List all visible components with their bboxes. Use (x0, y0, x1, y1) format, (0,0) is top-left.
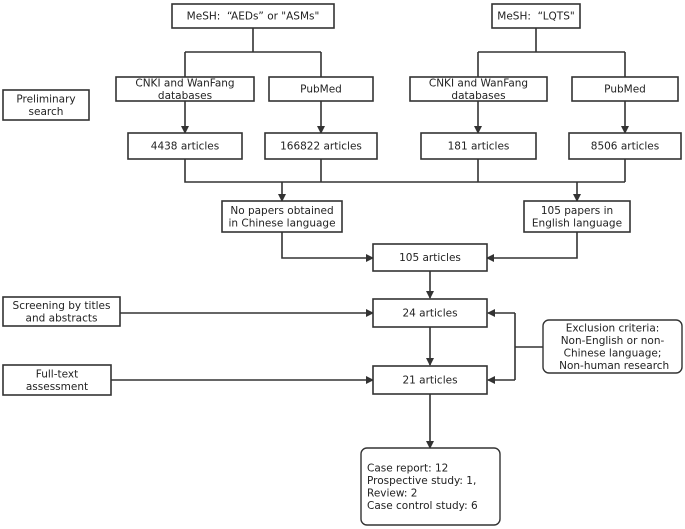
node-text-line: CNKI and WanFang (135, 77, 234, 89)
node-text-line: Screening by titles (13, 300, 111, 312)
node-text-line: English language (532, 217, 622, 229)
articles-105-box: 105 articles (372, 243, 488, 272)
articles-8506-box: 8506 articles (568, 132, 682, 160)
articles-21-box: 21 articles (372, 365, 488, 395)
node-text-line: Exclusion criteria: (566, 322, 660, 334)
node-text-line: 24 articles (402, 308, 457, 320)
node-text-line: Case control study: 6 (367, 500, 478, 512)
node-text-line: MeSH: “LQTS" (497, 11, 574, 23)
articles-166822-box: 166822 articles (264, 132, 378, 160)
node-text-line: assessment (26, 381, 88, 393)
edge-articles-merge (184, 159, 626, 183)
node-text-line: Full-text (36, 368, 78, 380)
node-text-line: Non-human research (556, 360, 669, 372)
node-text-line: Chinese language; (564, 347, 662, 359)
pubmed-left-box: PubMed (268, 76, 374, 102)
node-text-line: MeSH: “AEDs” or "ASMs" (187, 11, 320, 23)
edge-mesh-lqts-split (477, 28, 626, 77)
connectors (111, 28, 629, 449)
node-text-line: Prospective study: 1, (367, 475, 476, 487)
node-text-line: 4438 articles (151, 141, 219, 153)
node-text-line: 105 papers in (541, 205, 613, 217)
articles-181-box: 181 articles (420, 132, 537, 160)
edge-no-papers-to-105 (281, 232, 374, 262)
node-text-line: CNKI and WanFang (429, 77, 528, 89)
node-text-line: 8506 articles (591, 141, 659, 153)
node-text-line: Review: 2 (367, 487, 417, 499)
articles-4438-box: 4438 articles (127, 132, 243, 160)
node-text-line: 166822 articles (280, 141, 362, 153)
edge-exclusion-bracket (514, 313, 543, 380)
node-text-line: databases (451, 90, 505, 102)
articles-24-box: 24 articles (372, 298, 488, 328)
node-text-line: 181 articles (448, 141, 510, 153)
mesh-aeds-box: MeSH: “AEDs” or "ASMs" (171, 3, 335, 29)
node-text-line: Non-English or non- (561, 335, 665, 347)
node-text-line: Case report: 12 (367, 462, 448, 474)
node-text-line: 105 articles (399, 252, 461, 264)
node-text-line: PubMed (604, 84, 646, 96)
exclusion-criteria-box: Exclusion criteria:Non-English or non-Ch… (542, 319, 683, 374)
node-text-line: databases (158, 90, 212, 102)
mesh-lqts-box: MeSH: “LQTS" (491, 3, 581, 29)
pubmed-right-box: PubMed (571, 76, 679, 102)
node-text-line: Preliminary (16, 93, 75, 105)
node-text-line: No papers obtained (230, 205, 333, 217)
node-text-line: 21 articles (402, 375, 457, 387)
node-text-line: and abstracts (26, 312, 98, 324)
node-text-line: in Chinese language (228, 217, 335, 229)
node-text-line: PubMed (300, 84, 342, 96)
node-text-line: search (29, 106, 64, 118)
edge-105-papers-to-105 (486, 232, 578, 262)
edge-mesh-aeds-split (184, 28, 322, 77)
